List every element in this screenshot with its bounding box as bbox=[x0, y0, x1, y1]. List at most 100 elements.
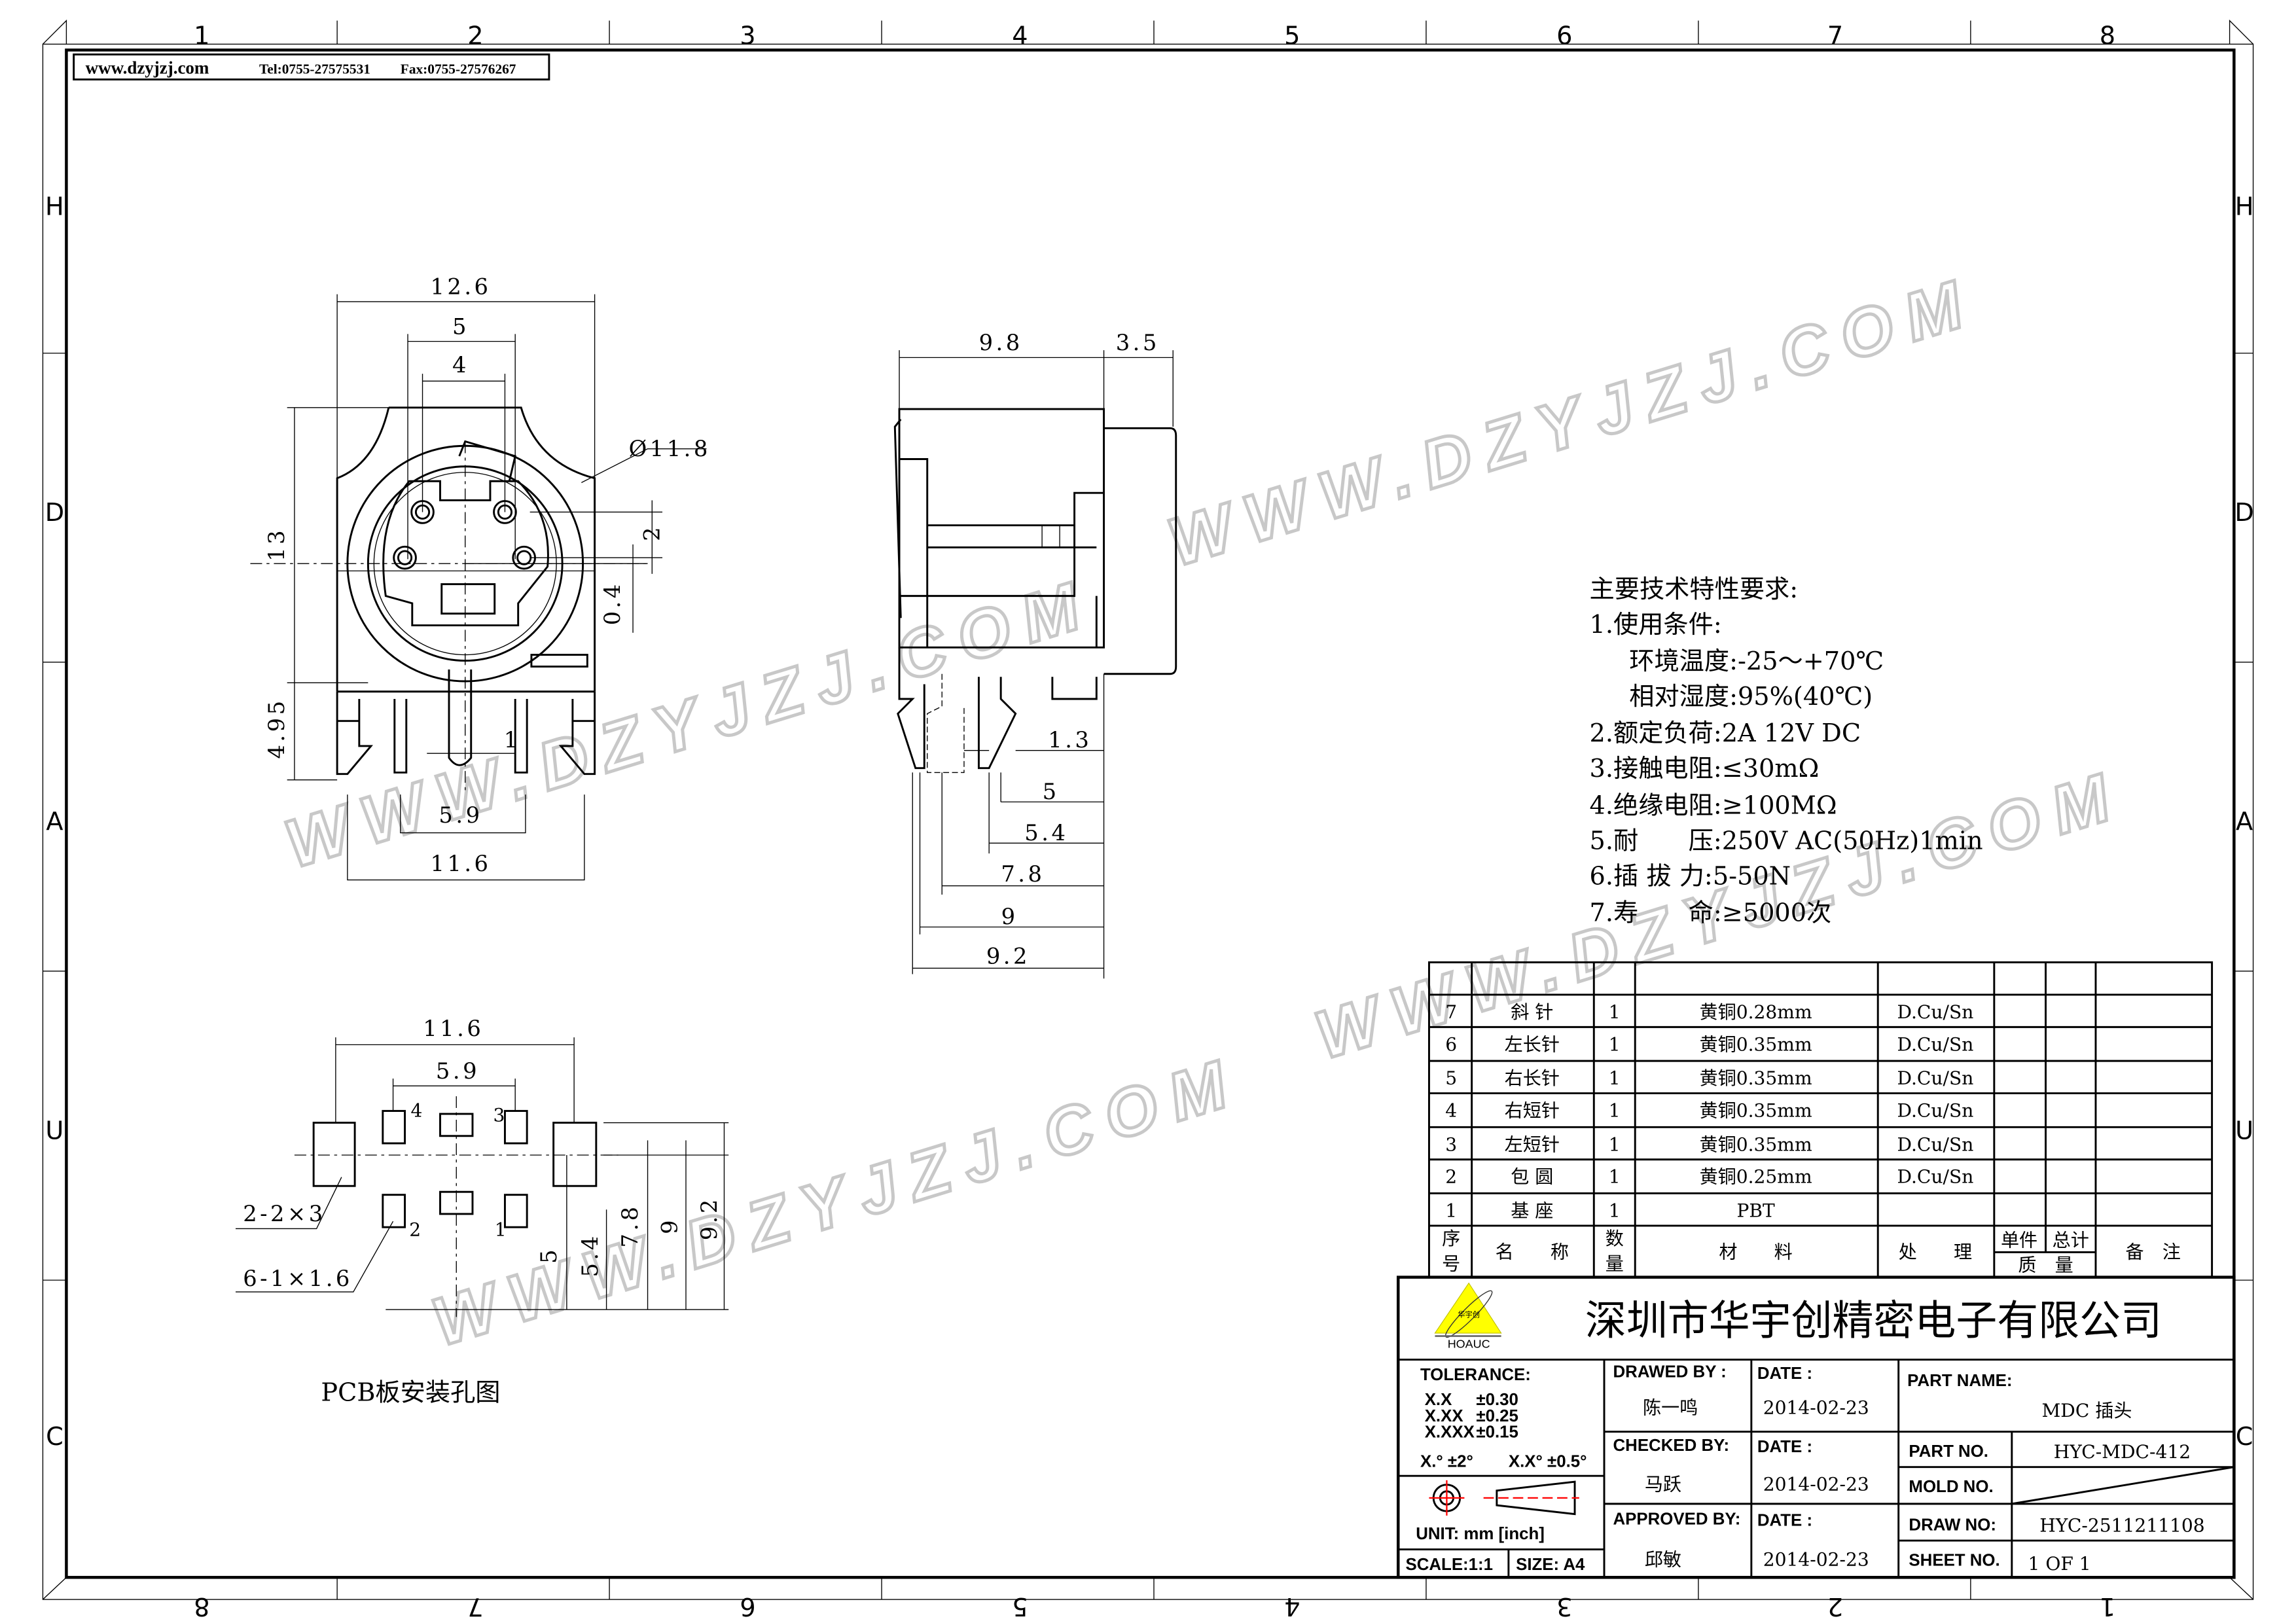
company-logo: 华宇创 HOAUC bbox=[1434, 1282, 1502, 1351]
approved-by-label: APPROVED BY: bbox=[1613, 1510, 1740, 1528]
bom-header-qty: 数 bbox=[1605, 1228, 1624, 1249]
dim-side-7-8: 7.8 bbox=[1001, 861, 1045, 887]
bom-cell-treatment: D.Cu/Sn bbox=[1897, 1067, 1973, 1089]
tolerance-format: X.XX bbox=[1425, 1407, 1464, 1425]
tolerance-format: X.X bbox=[1425, 1391, 1452, 1409]
pcb-dim-pin-span: 5.9 bbox=[436, 1058, 480, 1084]
part-no: HYC-MDC-412 bbox=[2054, 1441, 2191, 1463]
bom-cell-no: 5 bbox=[1445, 1067, 1457, 1089]
bom-header-qty: 量 bbox=[1605, 1253, 1624, 1274]
grid-row-label: D bbox=[45, 499, 64, 527]
unit-label: UNIT: mm [inch] bbox=[1416, 1525, 1545, 1543]
grid-row-label: H bbox=[2235, 192, 2254, 221]
website-text: www.dzyjzj.com bbox=[86, 58, 209, 77]
grid-row-label: C bbox=[46, 1423, 63, 1452]
bom-cell-treatment: D.Cu/Sn bbox=[1897, 1100, 1973, 1122]
dim-leg-height: 4.95 bbox=[264, 698, 289, 758]
part-no-label: PART NO. bbox=[1909, 1442, 1988, 1461]
dim-side-5-4: 5.4 bbox=[1024, 820, 1068, 846]
grid-row-label: U bbox=[45, 1116, 63, 1145]
spec-notes: 主要技术特性要求: 1.使用条件: 环境温度:-25～+70℃ 相对湿度:95%… bbox=[1590, 575, 1983, 928]
grid-col-label: 7 bbox=[1827, 22, 1843, 50]
bom-cell-qty: 1 bbox=[1609, 1100, 1621, 1122]
date-approved: 2014-02-23 bbox=[1763, 1548, 1869, 1570]
pcb-dim-v2: 5.4 bbox=[577, 1233, 603, 1277]
dim-center-offset: 0.4 bbox=[600, 581, 625, 625]
bom-header-unit-weight: 单件 bbox=[2001, 1229, 2037, 1251]
bom-cell-no: 4 bbox=[1445, 1100, 1457, 1122]
bom-cell-material: 黄铜0.25mm bbox=[1700, 1166, 1812, 1188]
drawed-by-label: DRAWED BY : bbox=[1613, 1363, 1726, 1382]
pcb-pin-label: 4 bbox=[411, 1100, 423, 1122]
mold-no-label: MOLD NO. bbox=[1909, 1478, 1993, 1496]
tolerance-format: X.XXX bbox=[1425, 1423, 1475, 1442]
dim-side-9-2: 9.2 bbox=[986, 944, 1030, 969]
dim-leg-span: 5.9 bbox=[439, 802, 482, 828]
bom-header-weight: 质 量 bbox=[2018, 1255, 2073, 1276]
date-checked: 2014-02-23 bbox=[1763, 1474, 1869, 1495]
grid-col-label: 5 bbox=[1012, 1592, 1028, 1620]
bom-header-remark: 备 注 bbox=[2126, 1241, 2181, 1262]
bom-cell-qty: 1 bbox=[1609, 1133, 1621, 1155]
pcb-dim-v1: 5 bbox=[536, 1247, 562, 1264]
spec-line: 1.使用条件: bbox=[1590, 611, 1722, 639]
pcb-hole-view: 11.6 5.9 4 3 2 1 2-2×3 6-1×1.6 5 5.4 7.8… bbox=[235, 1016, 729, 1407]
size-label: SIZE: A4 bbox=[1516, 1556, 1585, 1574]
part-name: MDC 插头 bbox=[2042, 1400, 2132, 1421]
bom-cell-treatment: D.Cu/Sn bbox=[1897, 1166, 1973, 1188]
grid-col-label: 7 bbox=[467, 1592, 483, 1620]
fax-text: Fax:0755-27576267 bbox=[401, 61, 516, 77]
dim-pin-span-outer: 5 bbox=[452, 313, 469, 339]
date-label: DATE : bbox=[1757, 1512, 1812, 1530]
bom-cell-material: PBT bbox=[1736, 1200, 1775, 1221]
grid-row-label: U bbox=[2235, 1116, 2253, 1145]
projection-symbol-icon bbox=[1429, 1480, 1579, 1516]
bom-cell-no: 1 bbox=[1445, 1200, 1457, 1221]
bom-cell-qty: 1 bbox=[1609, 1166, 1621, 1188]
pcb-pin-label: 3 bbox=[493, 1104, 505, 1126]
spec-line: 6.插 拔 力:5-50N bbox=[1590, 862, 1791, 891]
grid-row-label: C bbox=[2236, 1423, 2253, 1452]
bom-row: 1 基 座 1 PBT bbox=[1445, 1200, 1775, 1221]
watermark: WWW.DZYJZJ.COM bbox=[423, 1042, 1249, 1360]
bom-cell-qty: 1 bbox=[1609, 1200, 1621, 1221]
date-label: DATE : bbox=[1757, 1438, 1812, 1456]
pcb-pin-label: 2 bbox=[409, 1219, 421, 1241]
checked-by-label: CHECKED BY: bbox=[1613, 1436, 1729, 1455]
pcb-dim-width: 11.6 bbox=[423, 1016, 484, 1041]
tolerance-value: ±0.15 bbox=[1476, 1423, 1518, 1442]
bom-cell-name: 左短针 bbox=[1505, 1133, 1560, 1155]
grid-col-label: 6 bbox=[740, 1592, 755, 1620]
checked-by: 马跃 bbox=[1645, 1474, 1681, 1495]
grid-col-label: 4 bbox=[1284, 1592, 1300, 1620]
angle-tolerance: X.° ±2° bbox=[1420, 1453, 1473, 1471]
dim-pin-width: 1 bbox=[504, 727, 521, 753]
angle-tolerance: X.X° ±0.5° bbox=[1509, 1453, 1587, 1471]
bom-cell-name: 右短针 bbox=[1505, 1100, 1560, 1122]
side-view: 9.8 3.5 1.3 5 5.4 7.8 9 9.2 bbox=[893, 330, 1177, 979]
pcb-dim-v5: 9.2 bbox=[696, 1196, 722, 1240]
date-label: DATE : bbox=[1757, 1364, 1812, 1383]
bom-cell-qty: 1 bbox=[1609, 1067, 1621, 1089]
draw-no: HYC-2511211108 bbox=[2039, 1515, 2204, 1537]
bom-cell-name: 基 座 bbox=[1511, 1200, 1553, 1221]
grid-col-label: 8 bbox=[194, 1592, 209, 1620]
dim-front-protrusion: 3.5 bbox=[1116, 330, 1160, 355]
dim-pin-offset: 2 bbox=[639, 524, 665, 541]
grid-row-label: A bbox=[2236, 808, 2253, 836]
watermarks: WWW.DZYJZJ.COM WWW.DZYJZJ.COM WWW.DZYJZJ… bbox=[275, 260, 2134, 1362]
tel-text: Tel:0755-27575531 bbox=[259, 61, 370, 77]
bom-header-treatment: 处 理 bbox=[1899, 1241, 1972, 1262]
tolerance-value: ±0.25 bbox=[1476, 1407, 1518, 1425]
dim-diameter: Ø11.8 bbox=[629, 436, 711, 461]
grid-col-label: 8 bbox=[2100, 22, 2115, 50]
pcb-small-hole-spec: 6-1×1.6 bbox=[243, 1266, 353, 1291]
tolerance-value: ±0.30 bbox=[1476, 1391, 1518, 1409]
bom-cell-no: 3 bbox=[1445, 1133, 1457, 1155]
dim-base-width: 11.6 bbox=[430, 851, 491, 876]
